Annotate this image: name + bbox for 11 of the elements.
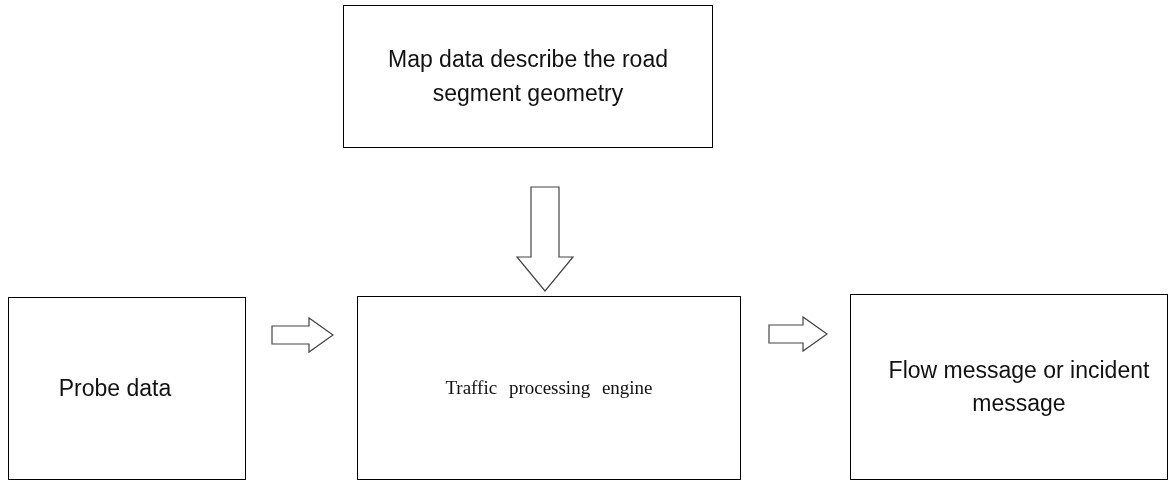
block-arrow xyxy=(515,186,575,292)
output-message-box xyxy=(850,294,1168,480)
block-arrow xyxy=(768,315,829,353)
engine-box xyxy=(357,296,741,480)
block-arrow xyxy=(271,316,335,354)
map-data-box xyxy=(343,5,713,148)
node-text: Map data describe the road segment geometry xyxy=(387,45,669,108)
node-text: Traffic processing engine xyxy=(445,376,653,401)
node-text: Probe data xyxy=(58,373,172,403)
probe-data-box xyxy=(8,297,246,480)
node-text: Flow message or incident message xyxy=(887,355,1151,418)
